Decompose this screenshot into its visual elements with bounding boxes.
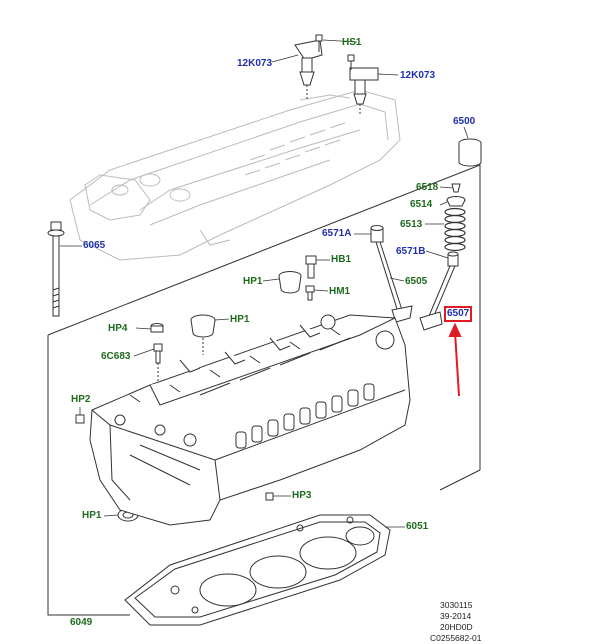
plug-hp1-top <box>278 271 302 294</box>
reference-code-3: 20HD0D <box>440 622 473 632</box>
camshaft-sensor-left <box>294 39 323 100</box>
exhaust-valve-6507 <box>419 265 456 331</box>
intake-valve-6505 <box>375 241 413 323</box>
spring-retainer-6514 <box>446 196 466 207</box>
tappet-6500 <box>458 138 482 167</box>
camshaft-sensor-right <box>349 67 379 115</box>
label-6505[interactable]: 6505 <box>405 276 428 287</box>
label-6500[interactable]: 6500 <box>453 116 476 127</box>
reference-code-1: 3030115 <box>440 600 473 610</box>
label-6049[interactable]: 6049 <box>70 617 93 628</box>
reference-code-2: 39-2014 <box>440 611 472 621</box>
label-hp1-mid[interactable]: HP1 <box>230 314 250 325</box>
plug-hp4 <box>150 323 164 333</box>
label-6051[interactable]: 6051 <box>406 521 429 532</box>
label-hp1-top[interactable]: HP1 <box>243 276 263 287</box>
label-6c683[interactable]: 6C683 <box>101 351 131 362</box>
label-6513[interactable]: 6513 <box>400 219 423 230</box>
label-6514[interactable]: 6514 <box>410 199 433 210</box>
label-hb1[interactable]: HB1 <box>331 254 352 265</box>
valve-stem-seal-6571a <box>370 225 384 243</box>
label-hp1-bottom[interactable]: HP1 <box>82 510 102 521</box>
cam-cover-phantom <box>69 89 401 261</box>
label-6571b[interactable]: 6571B <box>396 246 426 257</box>
label-hp2[interactable]: HP2 <box>71 394 91 405</box>
head-bolt-6065 <box>47 221 65 317</box>
bolt-hb1 <box>305 255 317 279</box>
label-6571a[interactable]: 6571A <box>322 228 352 239</box>
label-12k073-right[interactable]: 12K073 <box>400 70 436 81</box>
plug-hp2 <box>75 414 85 424</box>
bolt-hm1 <box>305 285 315 301</box>
label-hs1[interactable]: HS1 <box>342 37 362 48</box>
label-6518[interactable]: 6518 <box>416 182 439 193</box>
leader-lines <box>60 39 469 528</box>
plug-hp1-mid <box>190 314 216 355</box>
label-12k073-left[interactable]: 12K073 <box>237 58 273 69</box>
label-hp3[interactable]: HP3 <box>292 490 312 501</box>
bolt-6c683 <box>153 343 163 385</box>
plug-hp3 <box>265 492 274 501</box>
label-hp4[interactable]: HP4 <box>108 323 128 334</box>
valve-spring-6513 <box>444 207 466 252</box>
highlight-arrow <box>448 322 462 397</box>
valve-collets-6518 <box>451 183 461 193</box>
cylinder-head <box>89 314 411 526</box>
assembly-frame <box>47 164 481 616</box>
label-6507-highlighted[interactable]: 6507 <box>444 306 473 322</box>
valve-stem-seal-6571b <box>447 251 459 267</box>
label-hm1[interactable]: HM1 <box>329 286 351 297</box>
label-6065[interactable]: 6065 <box>83 240 106 251</box>
head-gasket-6051 <box>124 514 391 626</box>
bolt-hs1 <box>315 34 355 70</box>
reference-code-4: C0255682-01 <box>430 633 482 643</box>
